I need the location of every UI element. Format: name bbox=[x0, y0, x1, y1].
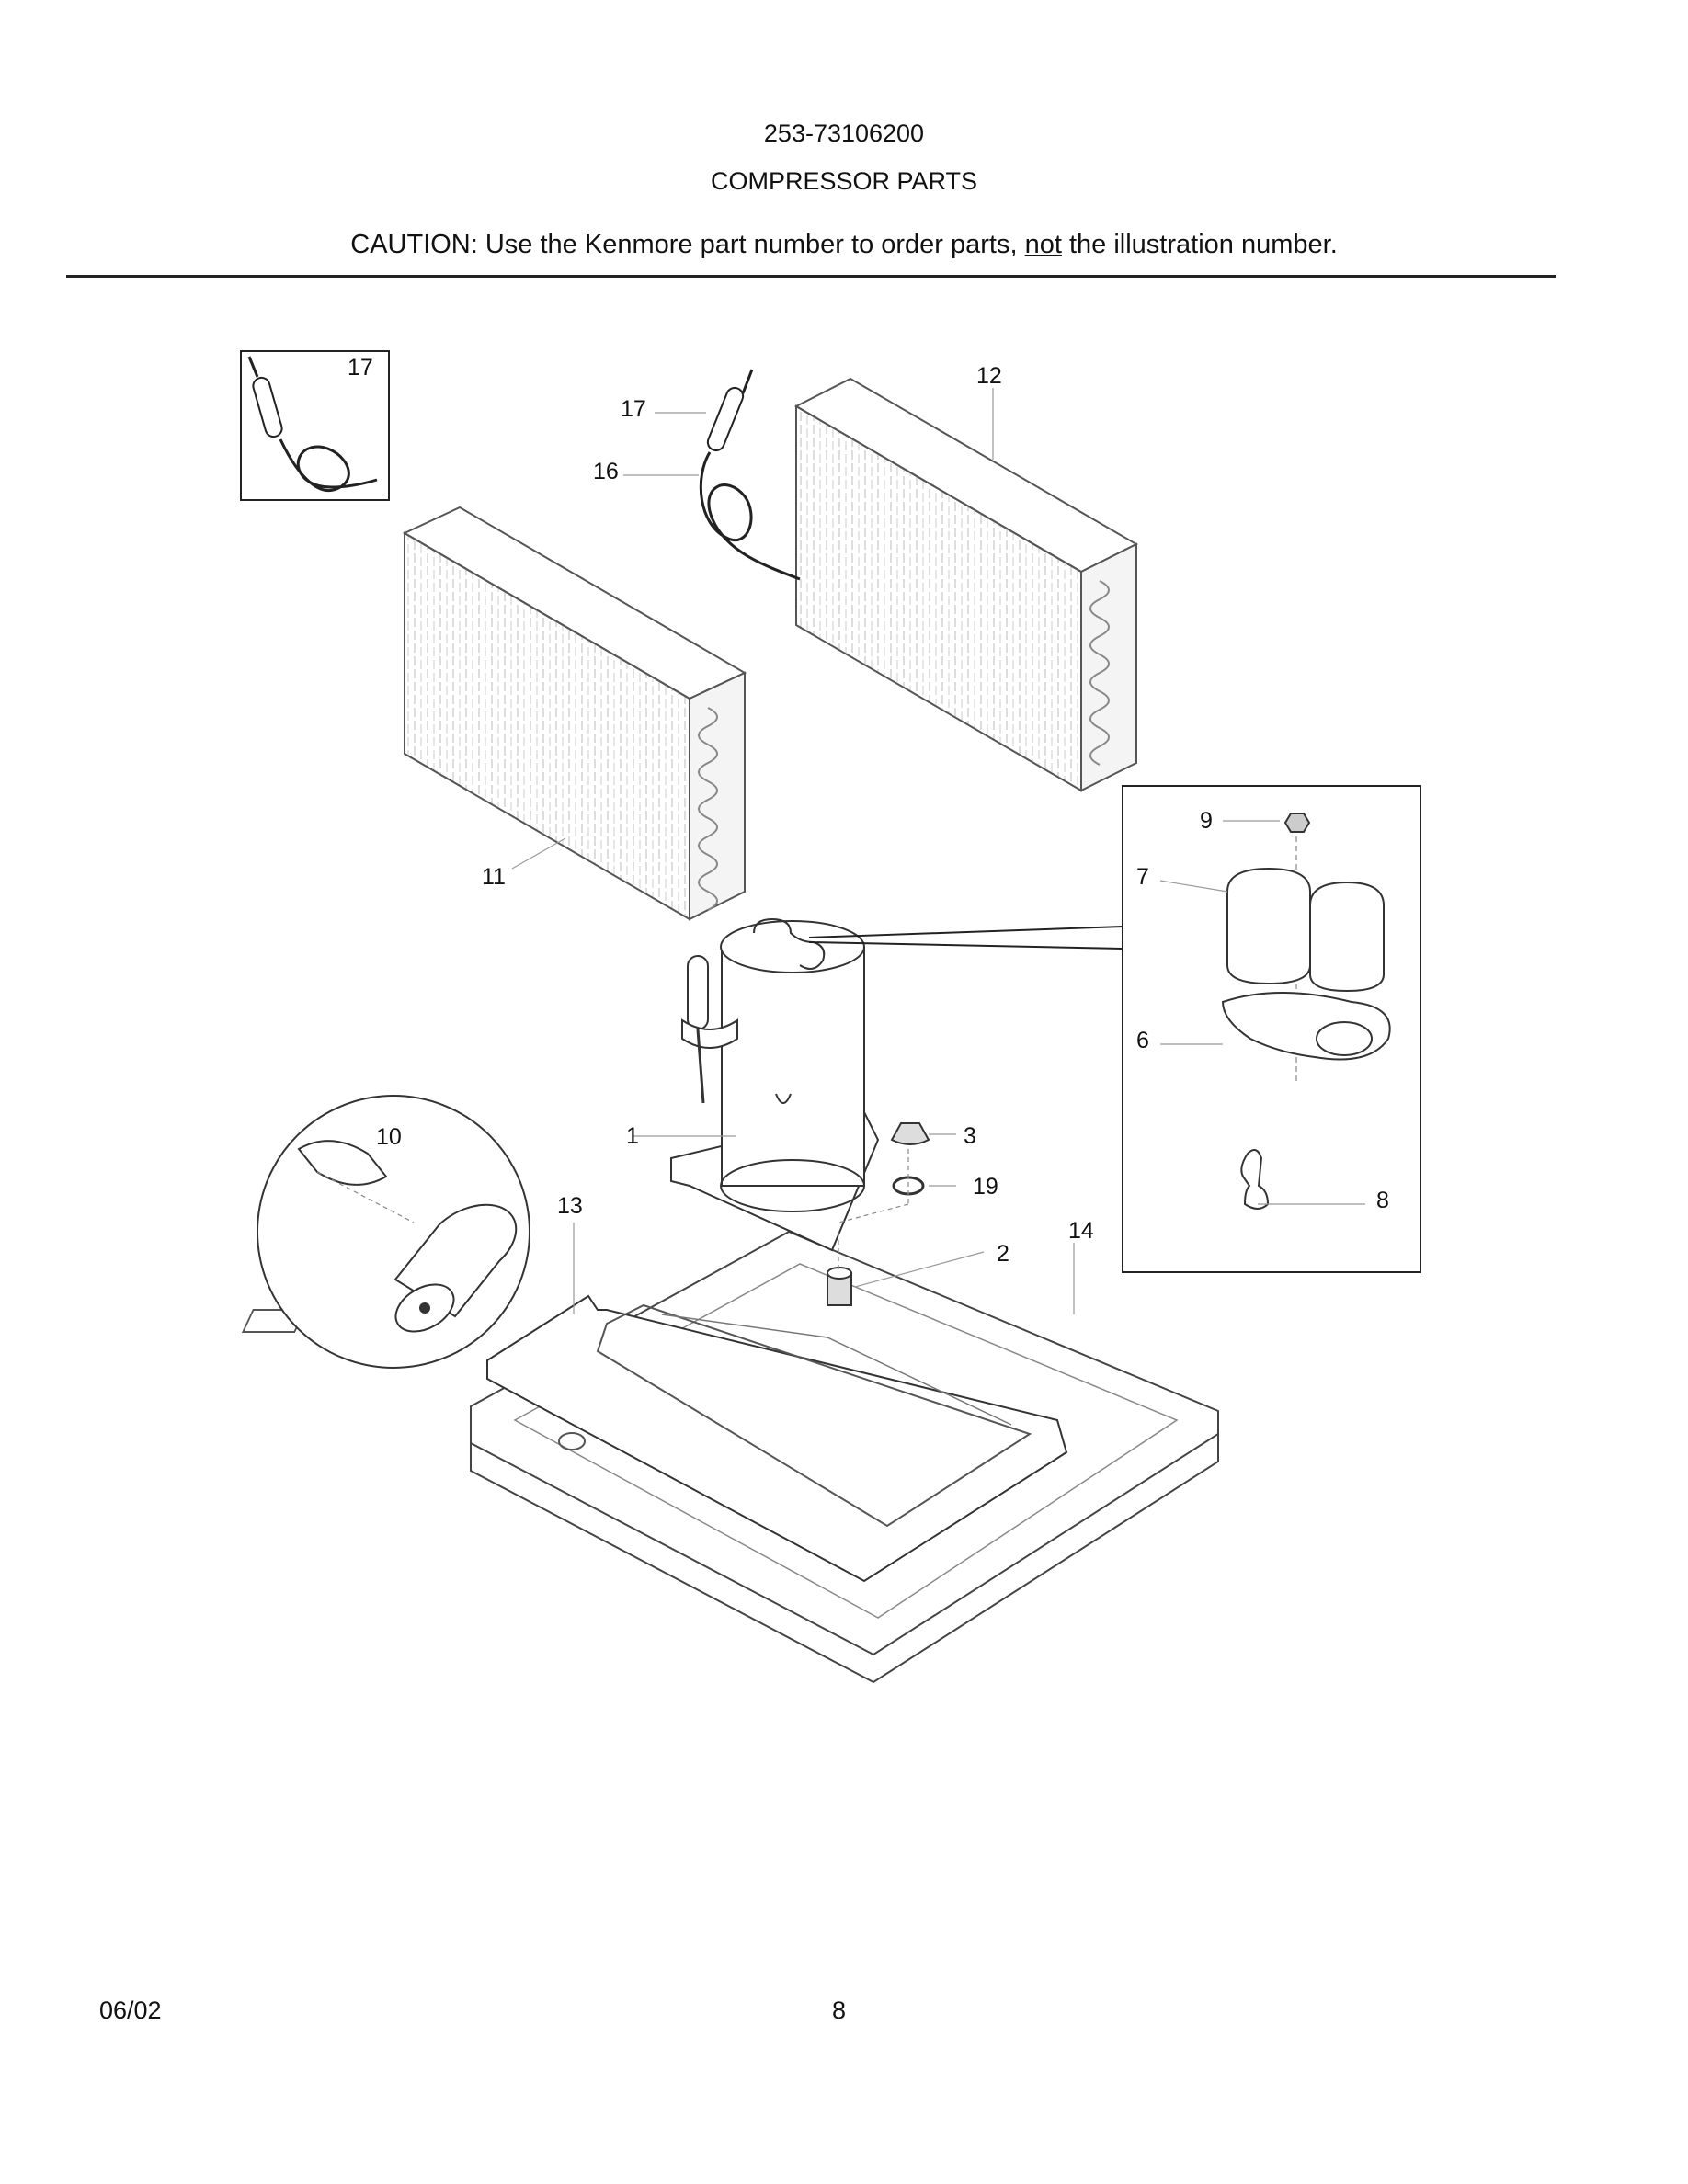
inset-terminal-parts bbox=[808, 785, 1421, 1273]
callout-19: 19 bbox=[973, 1174, 998, 1200]
callout-17: 17 bbox=[621, 396, 646, 422]
callout-14: 14 bbox=[1068, 1218, 1094, 1244]
page-number: 8 bbox=[832, 1996, 847, 2024]
callout-8: 8 bbox=[1376, 1188, 1389, 1213]
coil-11 bbox=[402, 506, 747, 921]
tray-13 bbox=[486, 1294, 1068, 1583]
header-rule bbox=[66, 275, 1556, 278]
section-title: COMPRESSOR PARTS bbox=[710, 167, 978, 195]
callout-3: 3 bbox=[964, 1123, 976, 1149]
caution-note: CAUTION: Use the Kenmore part number to … bbox=[0, 230, 1688, 260]
inset-sensor-17 bbox=[240, 350, 390, 501]
callout-16: 16 bbox=[593, 459, 619, 484]
callout-9: 9 bbox=[1200, 808, 1213, 834]
compressor-1 bbox=[633, 917, 880, 1252]
model-number: 253-73106200 bbox=[763, 119, 925, 147]
callout-13: 13 bbox=[557, 1193, 583, 1219]
callout-10: 10 bbox=[376, 1124, 402, 1150]
caution-suffix: the illustration number. bbox=[1061, 230, 1338, 259]
mount-hardware bbox=[827, 1122, 985, 1306]
caution-prefix: CAUTION: Use the Kenmore part number to … bbox=[350, 230, 1025, 259]
callout-1: 1 bbox=[626, 1123, 639, 1149]
sensor-16-17 bbox=[623, 369, 801, 581]
coil-12 bbox=[793, 377, 1139, 792]
callout-6: 6 bbox=[1136, 1028, 1149, 1053]
caution-emphasis: not bbox=[1024, 230, 1062, 259]
callout-12: 12 bbox=[976, 363, 1002, 389]
callout-7: 7 bbox=[1136, 864, 1149, 890]
callout-17-inset: 17 bbox=[348, 355, 373, 381]
callout-11: 11 bbox=[482, 864, 506, 890]
callout-2: 2 bbox=[997, 1241, 1009, 1267]
footer-date: 06/02 bbox=[99, 1996, 162, 2024]
inset-circle-10 bbox=[257, 1095, 530, 1369]
leader-lines bbox=[511, 388, 1075, 1314]
